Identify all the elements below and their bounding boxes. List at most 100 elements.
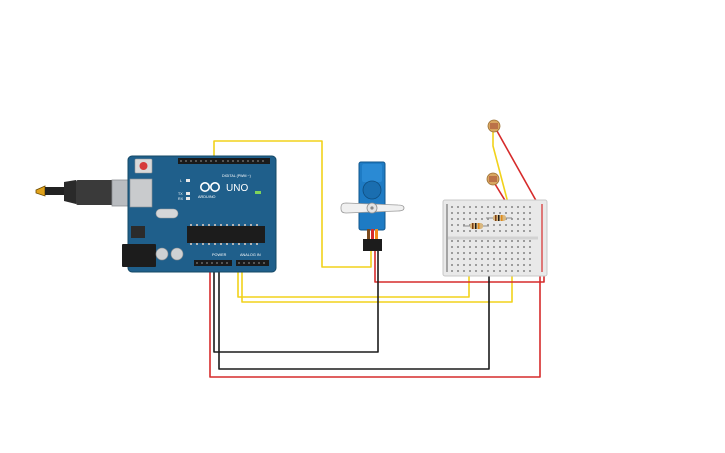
breadboard-hole[interactable]	[451, 252, 453, 254]
breadboard-hole[interactable]	[469, 206, 471, 208]
breadboard-hole[interactable]	[481, 246, 483, 248]
breadboard-hole[interactable]	[523, 252, 525, 254]
breadboard-hole[interactable]	[523, 258, 525, 260]
breadboard-hole[interactable]	[505, 264, 507, 266]
breadboard-hole[interactable]	[457, 240, 459, 242]
breadboard-hole[interactable]	[517, 270, 519, 272]
analog-header[interactable]	[236, 260, 269, 266]
breadboard-hole[interactable]	[469, 258, 471, 260]
breadboard-hole[interactable]	[511, 240, 513, 242]
breadboard-hole[interactable]	[481, 258, 483, 260]
breadboard-hole[interactable]	[523, 246, 525, 248]
breadboard-hole[interactable]	[505, 240, 507, 242]
breadboard-hole[interactable]	[469, 252, 471, 254]
breadboard-hole[interactable]	[517, 240, 519, 242]
breadboard-hole[interactable]	[523, 212, 525, 214]
breadboard-hole[interactable]	[529, 270, 531, 272]
breadboard-hole[interactable]	[505, 224, 507, 226]
breadboard-hole[interactable]	[463, 206, 465, 208]
breadboard-hole[interactable]	[487, 224, 489, 226]
breadboard-hole[interactable]	[493, 206, 495, 208]
breadboard-hole[interactable]	[451, 206, 453, 208]
breadboard-hole[interactable]	[505, 206, 507, 208]
breadboard-hole[interactable]	[511, 246, 513, 248]
breadboard-hole[interactable]	[517, 206, 519, 208]
breadboard-hole[interactable]	[481, 264, 483, 266]
servo-connector[interactable]	[363, 239, 382, 251]
breadboard-hole[interactable]	[481, 240, 483, 242]
breadboard-hole[interactable]	[529, 224, 531, 226]
breadboard-hole[interactable]	[499, 264, 501, 266]
breadboard-hole[interactable]	[463, 224, 465, 226]
breadboard-hole[interactable]	[511, 224, 513, 226]
breadboard-hole[interactable]	[463, 240, 465, 242]
breadboard-hole[interactable]	[529, 218, 531, 220]
breadboard-hole[interactable]	[529, 206, 531, 208]
breadboard-hole[interactable]	[493, 258, 495, 260]
breadboard-hole[interactable]	[523, 270, 525, 272]
breadboard-hole[interactable]	[475, 246, 477, 248]
breadboard-hole[interactable]	[475, 230, 477, 232]
breadboard-hole[interactable]	[481, 206, 483, 208]
breadboard-hole[interactable]	[529, 264, 531, 266]
breadboard-hole[interactable]	[451, 264, 453, 266]
breadboard-hole[interactable]	[499, 258, 501, 260]
breadboard-hole[interactable]	[499, 206, 501, 208]
breadboard-hole[interactable]	[457, 264, 459, 266]
breadboard-hole[interactable]	[451, 246, 453, 248]
breadboard-hole[interactable]	[457, 230, 459, 232]
breadboard-hole[interactable]	[529, 258, 531, 260]
breadboard-hole[interactable]	[511, 230, 513, 232]
breadboard-hole[interactable]	[469, 218, 471, 220]
breadboard-hole[interactable]	[523, 240, 525, 242]
breadboard-hole[interactable]	[469, 270, 471, 272]
breadboard-hole[interactable]	[463, 212, 465, 214]
breadboard-hole[interactable]	[451, 218, 453, 220]
breadboard-hole[interactable]	[475, 252, 477, 254]
breadboard-hole[interactable]	[487, 218, 489, 220]
breadboard-hole[interactable]	[493, 270, 495, 272]
breadboard-hole[interactable]	[499, 224, 501, 226]
breadboard-hole[interactable]	[505, 246, 507, 248]
breadboard-hole[interactable]	[493, 224, 495, 226]
breadboard-hole[interactable]	[499, 270, 501, 272]
breadboard-hole[interactable]	[469, 224, 471, 226]
breadboard-hole[interactable]	[499, 230, 501, 232]
breadboard-hole[interactable]	[469, 246, 471, 248]
breadboard-hole[interactable]	[481, 252, 483, 254]
breadboard-hole[interactable]	[469, 264, 471, 266]
breadboard-hole[interactable]	[517, 246, 519, 248]
breadboard-hole[interactable]	[469, 240, 471, 242]
breadboard-hole[interactable]	[487, 246, 489, 248]
wire-gnd-servo[interactable]	[213, 250, 379, 353]
breadboard-hole[interactable]	[529, 240, 531, 242]
breadboard-hole[interactable]	[475, 264, 477, 266]
breadboard-hole[interactable]	[505, 258, 507, 260]
breadboard-hole[interactable]	[529, 230, 531, 232]
breadboard-hole[interactable]	[481, 270, 483, 272]
breadboard-hole[interactable]	[493, 252, 495, 254]
breadboard-hole[interactable]	[475, 270, 477, 272]
breadboard-hole[interactable]	[469, 212, 471, 214]
breadboard-hole[interactable]	[505, 218, 507, 220]
breadboard-hole[interactable]	[463, 264, 465, 266]
breadboard-hole[interactable]	[499, 240, 501, 242]
usb-cable[interactable]	[35, 179, 133, 207]
breadboard-hole[interactable]	[463, 218, 465, 220]
photoresistor-1[interactable]	[487, 119, 501, 133]
resistor-2[interactable]	[486, 215, 512, 221]
arduino-uno-board[interactable]: DIGITAL (PWM ~) L TX RX ARDUINO UNO POWE…	[122, 155, 277, 273]
breadboard-hole[interactable]	[487, 252, 489, 254]
breadboard-hole[interactable]	[493, 240, 495, 242]
breadboard-hole[interactable]	[487, 240, 489, 242]
mini-breadboard[interactable]	[442, 199, 548, 277]
resistor-1[interactable]	[463, 223, 489, 229]
breadboard-hole[interactable]	[511, 258, 513, 260]
breadboard-hole[interactable]	[517, 224, 519, 226]
breadboard-hole[interactable]	[523, 230, 525, 232]
breadboard-hole[interactable]	[475, 212, 477, 214]
breadboard-hole[interactable]	[505, 270, 507, 272]
breadboard-hole[interactable]	[451, 212, 453, 214]
breadboard-hole[interactable]	[511, 218, 513, 220]
